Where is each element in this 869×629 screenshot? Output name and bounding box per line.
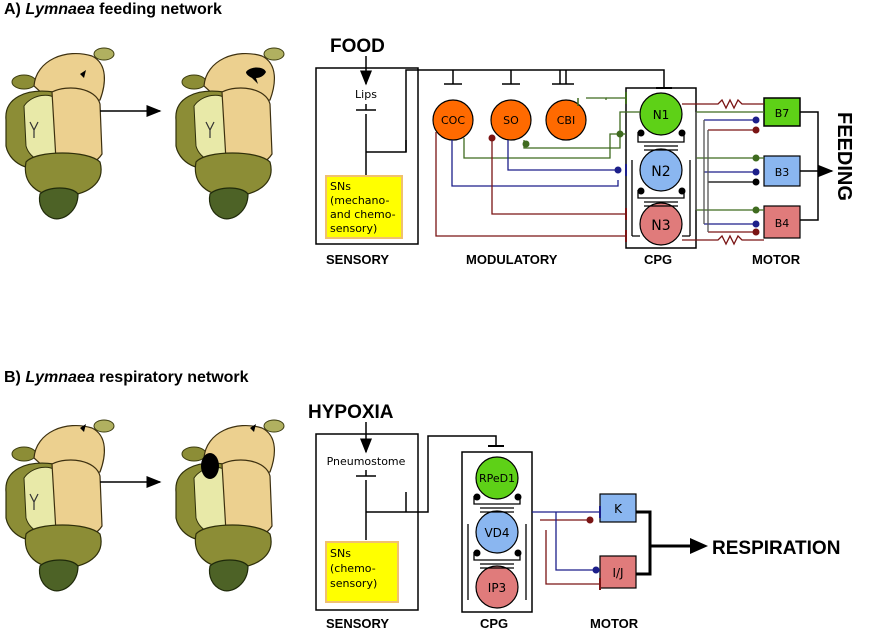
motor-ij bbox=[599, 555, 637, 589]
sns-text-a: SNs (mechano- and chemo- sensory) bbox=[330, 180, 399, 235]
neuron-ip3-label: IP3 bbox=[488, 581, 506, 595]
neuron-n2 bbox=[639, 148, 683, 192]
motor-b4-label: B4 bbox=[775, 217, 790, 230]
neuron-cbi bbox=[545, 99, 587, 141]
sns-box-b bbox=[325, 541, 399, 603]
neuron-n3 bbox=[639, 202, 683, 246]
neuron-n1-label: N1 bbox=[653, 108, 670, 122]
brain-before-feeding bbox=[5, 47, 115, 220]
neuron-ip3 bbox=[475, 565, 519, 609]
section-cpg-b: CPG bbox=[480, 616, 508, 629]
panel-b-title: B) Lymnaea respiratory network bbox=[4, 369, 249, 386]
motor-b4 bbox=[763, 205, 801, 239]
neuron-coc-label: COC bbox=[441, 114, 465, 127]
motor-k bbox=[599, 493, 637, 523]
section-motor-b: MOTOR bbox=[590, 616, 639, 629]
section-sensory-a: SENSORY bbox=[326, 252, 389, 267]
neuron-rped1 bbox=[475, 456, 519, 500]
neuron-cbi-label: CBI bbox=[557, 114, 575, 127]
pneumostome-label: Pneumostome bbox=[327, 455, 406, 468]
sensory-box-a bbox=[315, 67, 419, 245]
motor-b7-label: B7 bbox=[775, 107, 790, 120]
brain-after-hypoxia bbox=[175, 419, 285, 592]
hypoxia-label: HYPOXIA bbox=[308, 402, 394, 423]
cpg-box-b bbox=[461, 451, 533, 613]
respiration-output: RESPIRATION bbox=[712, 538, 840, 559]
motor-b3-label: B3 bbox=[775, 166, 790, 179]
sns-box-a bbox=[325, 175, 403, 239]
motor-k-label: K bbox=[614, 502, 623, 516]
neuron-rped1-label: RPeD1 bbox=[479, 472, 515, 485]
neuron-vd4-label: VD4 bbox=[484, 526, 509, 540]
brain-after-feeding bbox=[175, 47, 285, 220]
neuron-coc bbox=[432, 99, 474, 141]
neuron-so-label: SO bbox=[503, 114, 519, 127]
motor-ij-label: I/J bbox=[612, 566, 623, 580]
panel-a-title: A) Lymnaea feeding network bbox=[4, 1, 222, 18]
neuron-n1 bbox=[639, 92, 683, 136]
lips-label: Lips bbox=[355, 88, 377, 101]
feeding-output: FEEDING bbox=[833, 112, 855, 201]
neuron-n2-label: N2 bbox=[651, 164, 670, 180]
sns-text-b: SNs (chemo- sensory) bbox=[330, 547, 379, 590]
section-modulatory-a: MODULATORY bbox=[466, 252, 558, 267]
neuron-vd4 bbox=[475, 510, 519, 554]
food-label: FOOD bbox=[330, 36, 385, 57]
section-sensory-b: SENSORY bbox=[326, 616, 389, 629]
neuron-so bbox=[490, 99, 532, 141]
section-cpg-a: CPG bbox=[644, 252, 672, 267]
section-motor-a: MOTOR bbox=[752, 252, 801, 267]
neuron-n3-label: N3 bbox=[651, 218, 670, 234]
brain-before-hypoxia bbox=[5, 419, 115, 592]
sensory-box-b bbox=[315, 433, 419, 611]
